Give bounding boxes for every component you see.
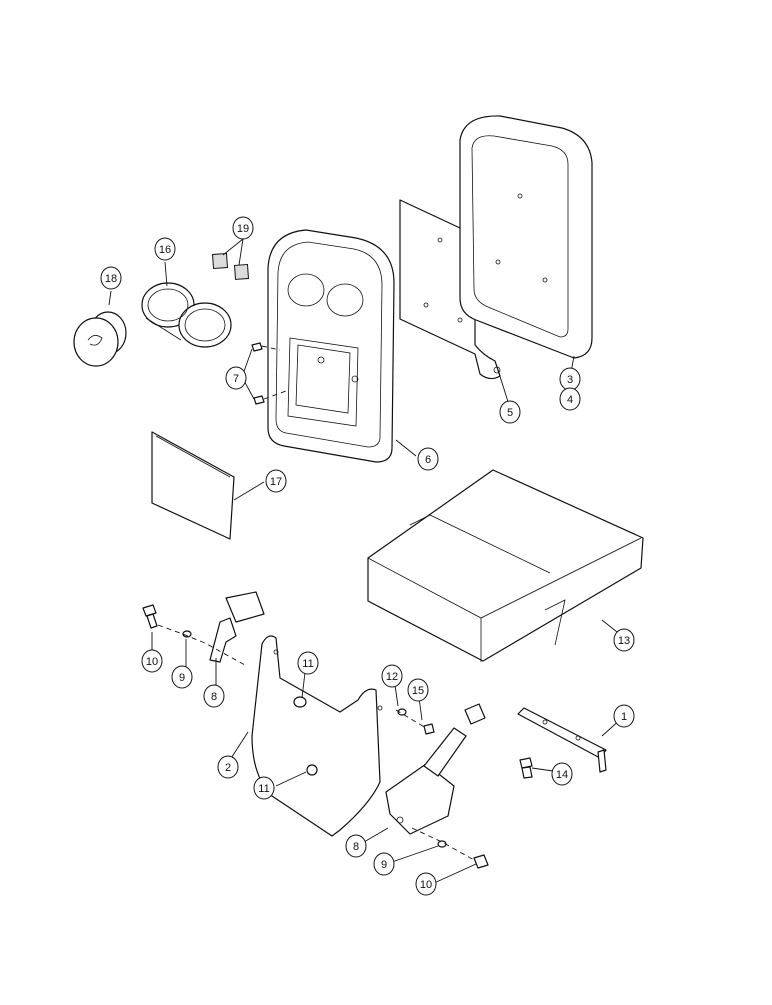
svg-text:11: 11 [258, 783, 269, 795]
svg-text:10: 10 [420, 879, 432, 891]
svg-text:12: 12 [386, 671, 398, 683]
svg-text:1: 1 [621, 711, 627, 723]
leader-dash-right [411, 827, 475, 861]
callout-17: 17 [265, 469, 287, 493]
part-6-front-housing [267, 229, 395, 463]
svg-text:19: 19 [237, 223, 249, 235]
part-19-labels [211, 252, 250, 280]
callout-6: 6 [417, 447, 439, 471]
callout-14: 14 [551, 762, 573, 786]
callout-9-right: 9 [373, 852, 395, 876]
svg-text:14: 14 [556, 769, 568, 781]
svg-text:7: 7 [233, 373, 239, 385]
part-15-screw [423, 723, 435, 735]
callout-16: 16 [154, 237, 176, 261]
callout-10-right: 10 [415, 872, 437, 896]
svg-text:3: 3 [567, 374, 573, 386]
svg-text:15: 15 [412, 685, 424, 697]
svg-text:13: 13 [618, 635, 630, 647]
part-18-knob [73, 311, 127, 367]
part-14-bolt [519, 757, 533, 779]
part-7-screws [251, 342, 287, 405]
svg-text:10: 10 [146, 656, 158, 668]
svg-text:8: 8 [353, 841, 359, 853]
svg-text:5: 5 [507, 407, 513, 419]
callout-4: 4 [559, 387, 581, 411]
callout-13: 13 [613, 628, 635, 652]
svg-text:18: 18 [105, 273, 117, 285]
callout-10-left: 10 [141, 649, 163, 673]
part-10-bolt-right [473, 854, 489, 869]
part-12-washer [397, 708, 407, 716]
leader-dash-12-15 [395, 709, 427, 729]
callout-12: 12 [381, 664, 403, 688]
callout-3: 3 [559, 367, 581, 391]
callout-2: 2 [217, 755, 239, 779]
svg-text:9: 9 [179, 672, 185, 684]
part-13-seat-cushion [367, 469, 644, 662]
svg-text:2: 2 [225, 762, 231, 774]
callout-18: 18 [100, 266, 122, 290]
part-9-washer-left [182, 630, 192, 638]
callout-7: 7 [225, 366, 247, 390]
svg-text:8: 8 [211, 691, 217, 703]
part-8-retractor [385, 703, 486, 835]
svg-text:17: 17 [270, 476, 282, 488]
part-1-mount-bracket [517, 707, 607, 773]
svg-text:9: 9 [381, 859, 387, 871]
svg-text:4: 4 [567, 394, 573, 406]
callout-8-left: 8 [203, 684, 225, 708]
part-17-cover-panel [151, 431, 235, 540]
callout-11-top: 11 [297, 651, 319, 675]
callout-8-right: 8 [345, 834, 367, 858]
callout-19: 19 [232, 216, 254, 240]
svg-text:6: 6 [425, 454, 431, 466]
part-10-bolt-left [142, 604, 158, 629]
callout-11-bottom: 11 [253, 776, 275, 800]
part-8-buckle-left [209, 591, 265, 663]
leader-dash-left [157, 624, 246, 666]
callout-9-left: 9 [171, 665, 193, 689]
svg-text:16: 16 [159, 244, 171, 256]
callout-5: 5 [499, 400, 521, 424]
part-3-4-back-cushion [459, 115, 593, 359]
part-16-gauge-bezel [141, 282, 232, 348]
svg-text:11: 11 [302, 658, 313, 670]
part-11-spacers [293, 696, 318, 776]
callout-1: 1 [613, 704, 635, 728]
callout-15: 15 [407, 678, 429, 702]
